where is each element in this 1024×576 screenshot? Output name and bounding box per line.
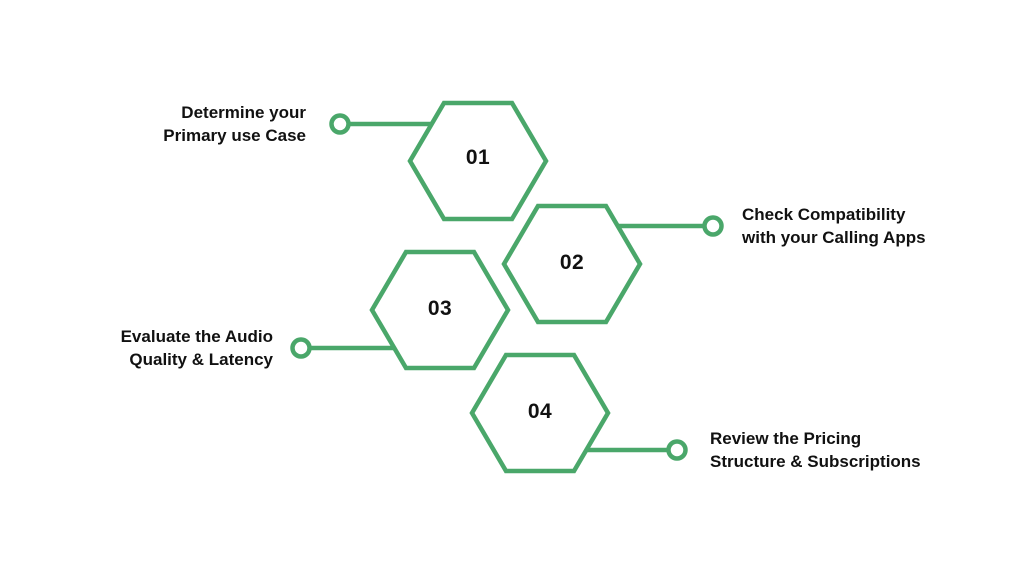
hexagon-step-03[interactable]	[369, 249, 511, 371]
connector-circle-step-03[interactable]	[290, 337, 312, 359]
step-label-04-line2: Structure & Subscriptions	[710, 452, 921, 471]
connector-group-step-03	[290, 337, 406, 359]
step-label-01: Determine your Primary use Case	[163, 101, 306, 147]
hexagon-step-01[interactable]	[407, 100, 549, 222]
connector-circle-step-01[interactable]	[329, 113, 351, 135]
step-label-03-line2: Quality & Latency	[129, 350, 273, 369]
step-number-04: 04	[527, 400, 553, 423]
step-label-01-line2: Primary use Case	[163, 126, 306, 145]
connector-group-step-02	[604, 215, 724, 237]
step-number-03: 03	[427, 297, 453, 320]
hexagon-step-04[interactable]	[469, 352, 611, 474]
hexagon-step-02[interactable]	[501, 203, 643, 325]
step-number-02: 02	[559, 251, 585, 274]
step-label-04-line1: Review the Pricing	[710, 429, 862, 448]
step-label-02-line2: with your Calling Apps	[742, 228, 926, 247]
step-label-04: Review the Pricing Structure & Subscript…	[710, 427, 921, 473]
step-label-03: Evaluate the Audio Quality & Latency	[121, 325, 273, 371]
step-number-01: 01	[465, 146, 491, 169]
connector-group-step-01	[329, 113, 444, 135]
step-label-03-line1: Evaluate the Audio	[120, 327, 273, 346]
step-label-02-line1: Check Compatibility	[742, 205, 906, 224]
connector-circle-step-02[interactable]	[702, 215, 724, 237]
step-label-01-line1: Determine your	[181, 103, 306, 122]
connector-circle-step-04[interactable]	[666, 439, 688, 461]
step-label-02: Check Compatibility with your Calling Ap…	[742, 203, 926, 249]
